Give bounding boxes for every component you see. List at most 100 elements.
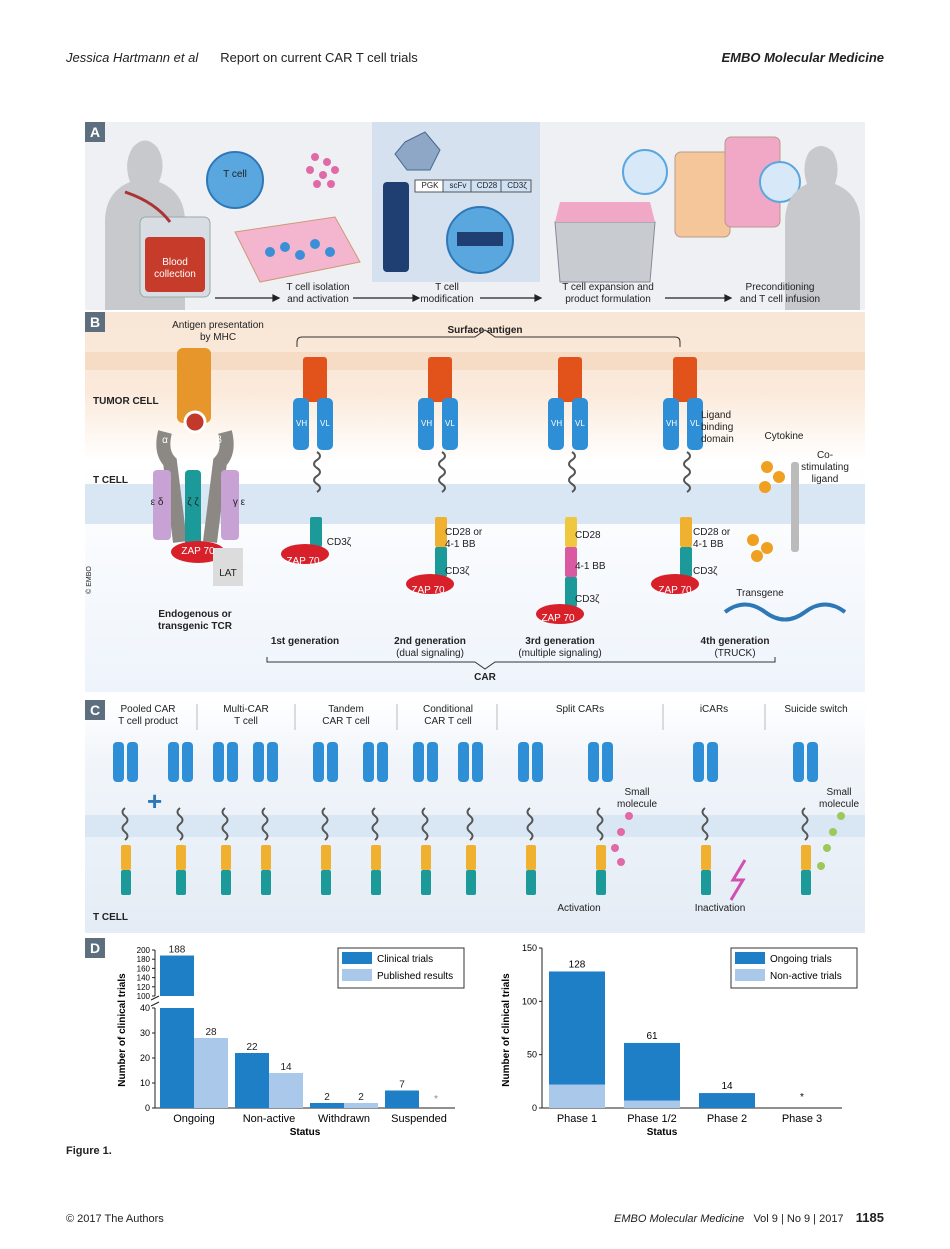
vector-cd3z-label: CD3ζ — [507, 181, 527, 190]
bar — [344, 1103, 378, 1108]
gen1-label: 1st generation — [270, 636, 340, 647]
vl-domain — [687, 398, 703, 450]
x-tick-label: Phase 2 — [707, 1113, 747, 1125]
panel-c-car — [313, 742, 338, 895]
t-cell-label-b: T CELL — [93, 475, 128, 486]
col-icars-label: iCARs — [699, 704, 729, 715]
x-tick-label: Withdrawn — [318, 1113, 370, 1125]
legend-swatch — [735, 952, 765, 964]
y-tick-label: 120 — [137, 983, 151, 992]
panel-c-car — [413, 742, 438, 895]
tcr-alpha-chain — [156, 430, 187, 543]
header-journal: EMBO Molecular Medicine — [721, 50, 884, 65]
car-label: CAR — [474, 672, 496, 683]
cd3-gamma-epsilon — [221, 470, 239, 540]
car-costim — [466, 845, 476, 870]
car-binding-vl — [227, 742, 238, 782]
y-tick-label: 30 — [140, 1028, 150, 1038]
antigen-presentation-label: Antigen presentation by MHC — [172, 320, 264, 343]
bar — [160, 955, 194, 996]
car-hinge — [371, 807, 379, 841]
patient-silhouette-right — [785, 146, 860, 310]
gen4-cd3z-label: CD3ζ — [693, 566, 718, 577]
panel-c-car — [113, 742, 138, 895]
vl-text: VL — [320, 419, 330, 428]
vh-text: VH — [296, 419, 307, 428]
inactivation-lightning-icon — [729, 859, 747, 901]
car-costim — [261, 845, 271, 870]
cd3-ed-label: ε δ — [150, 497, 164, 508]
data-label: 2 — [324, 1092, 330, 1103]
vh-domain — [663, 398, 679, 450]
t-cell-label-c: T CELL — [93, 912, 128, 923]
car-costim — [526, 845, 536, 870]
panel-b-badge: B — [85, 312, 105, 332]
car-binding-vl — [267, 742, 278, 782]
figure-caption: Figure 1. — [66, 1145, 112, 1157]
endogenous-tcr-label: Endogenous or transgenic TCR — [158, 609, 232, 632]
step-modification-label: T cell modification — [420, 282, 474, 305]
surface-antigen-icon — [673, 357, 697, 402]
vh-domain — [418, 398, 434, 450]
car-cd3z — [371, 870, 381, 895]
surface-antigen-icon — [303, 357, 327, 402]
bar — [160, 1008, 194, 1108]
step-isolation-label: T cell isolation and activation — [286, 282, 350, 305]
transgene-label: Transgene — [736, 588, 784, 599]
tcr-beta-chain — [203, 430, 234, 543]
vl-text: VL — [445, 419, 455, 428]
y-tick-label: 150 — [522, 943, 537, 953]
car-hinge — [176, 807, 184, 841]
legend-label: Non-active trials — [770, 971, 842, 982]
activation-beads-icon — [306, 153, 339, 188]
car-binding-vh — [793, 742, 804, 782]
car-hinge — [801, 807, 809, 841]
data-label: 188 — [169, 945, 186, 956]
car-costim — [371, 845, 381, 870]
panel-c-car — [458, 742, 483, 895]
panel-c-car — [213, 742, 238, 895]
peptide-icon — [183, 410, 207, 434]
car-binding-vh — [693, 742, 704, 782]
zap70-icon — [281, 544, 329, 564]
infusion-bag-1 — [674, 151, 731, 238]
car-cd3z — [261, 870, 271, 895]
car-bracket — [266, 657, 776, 670]
lat-icon — [213, 548, 243, 586]
zap70-icon — [651, 574, 699, 594]
car-binding-vl — [707, 742, 718, 782]
car-cd3z — [421, 870, 431, 895]
bar — [269, 1073, 303, 1108]
lat-label: LAT — [219, 568, 237, 579]
vector-plasmid-icon — [383, 182, 409, 272]
y-axis-label: Number of clinical trials — [117, 973, 128, 1087]
car-cd3z — [176, 870, 186, 895]
data-label: 28 — [205, 1027, 217, 1038]
y-tick-label: 10 — [140, 1078, 150, 1088]
legend-swatch — [735, 969, 765, 981]
transgene-dna-icon — [723, 602, 847, 622]
panel-c-car — [793, 742, 818, 895]
bar — [235, 1053, 269, 1108]
panel-c-car — [363, 742, 388, 895]
total-label: 61 — [646, 1031, 658, 1042]
car-binding-vh — [413, 742, 424, 782]
gen2-label: 2nd generation — [394, 636, 466, 647]
y-tick-label: 40 — [140, 1003, 150, 1013]
car-hinge — [321, 807, 329, 841]
col-tandem-label: Tandem CAR T cell — [322, 704, 370, 727]
panel-c-car — [693, 742, 718, 895]
y-tick-label: 20 — [140, 1053, 150, 1063]
x-tick-label: Phase 1/2 — [627, 1113, 677, 1125]
car-binding-vl — [377, 742, 388, 782]
zap70-tcr — [171, 541, 225, 563]
car-costim — [176, 845, 186, 870]
car-binding-vh — [313, 742, 324, 782]
gen1-zap70-label: ZAP 70 — [286, 556, 320, 567]
cd3-zeta-zeta — [185, 470, 201, 555]
header-article-title: Report on current CAR T cell trials — [220, 50, 418, 65]
vl-domain — [317, 398, 333, 450]
